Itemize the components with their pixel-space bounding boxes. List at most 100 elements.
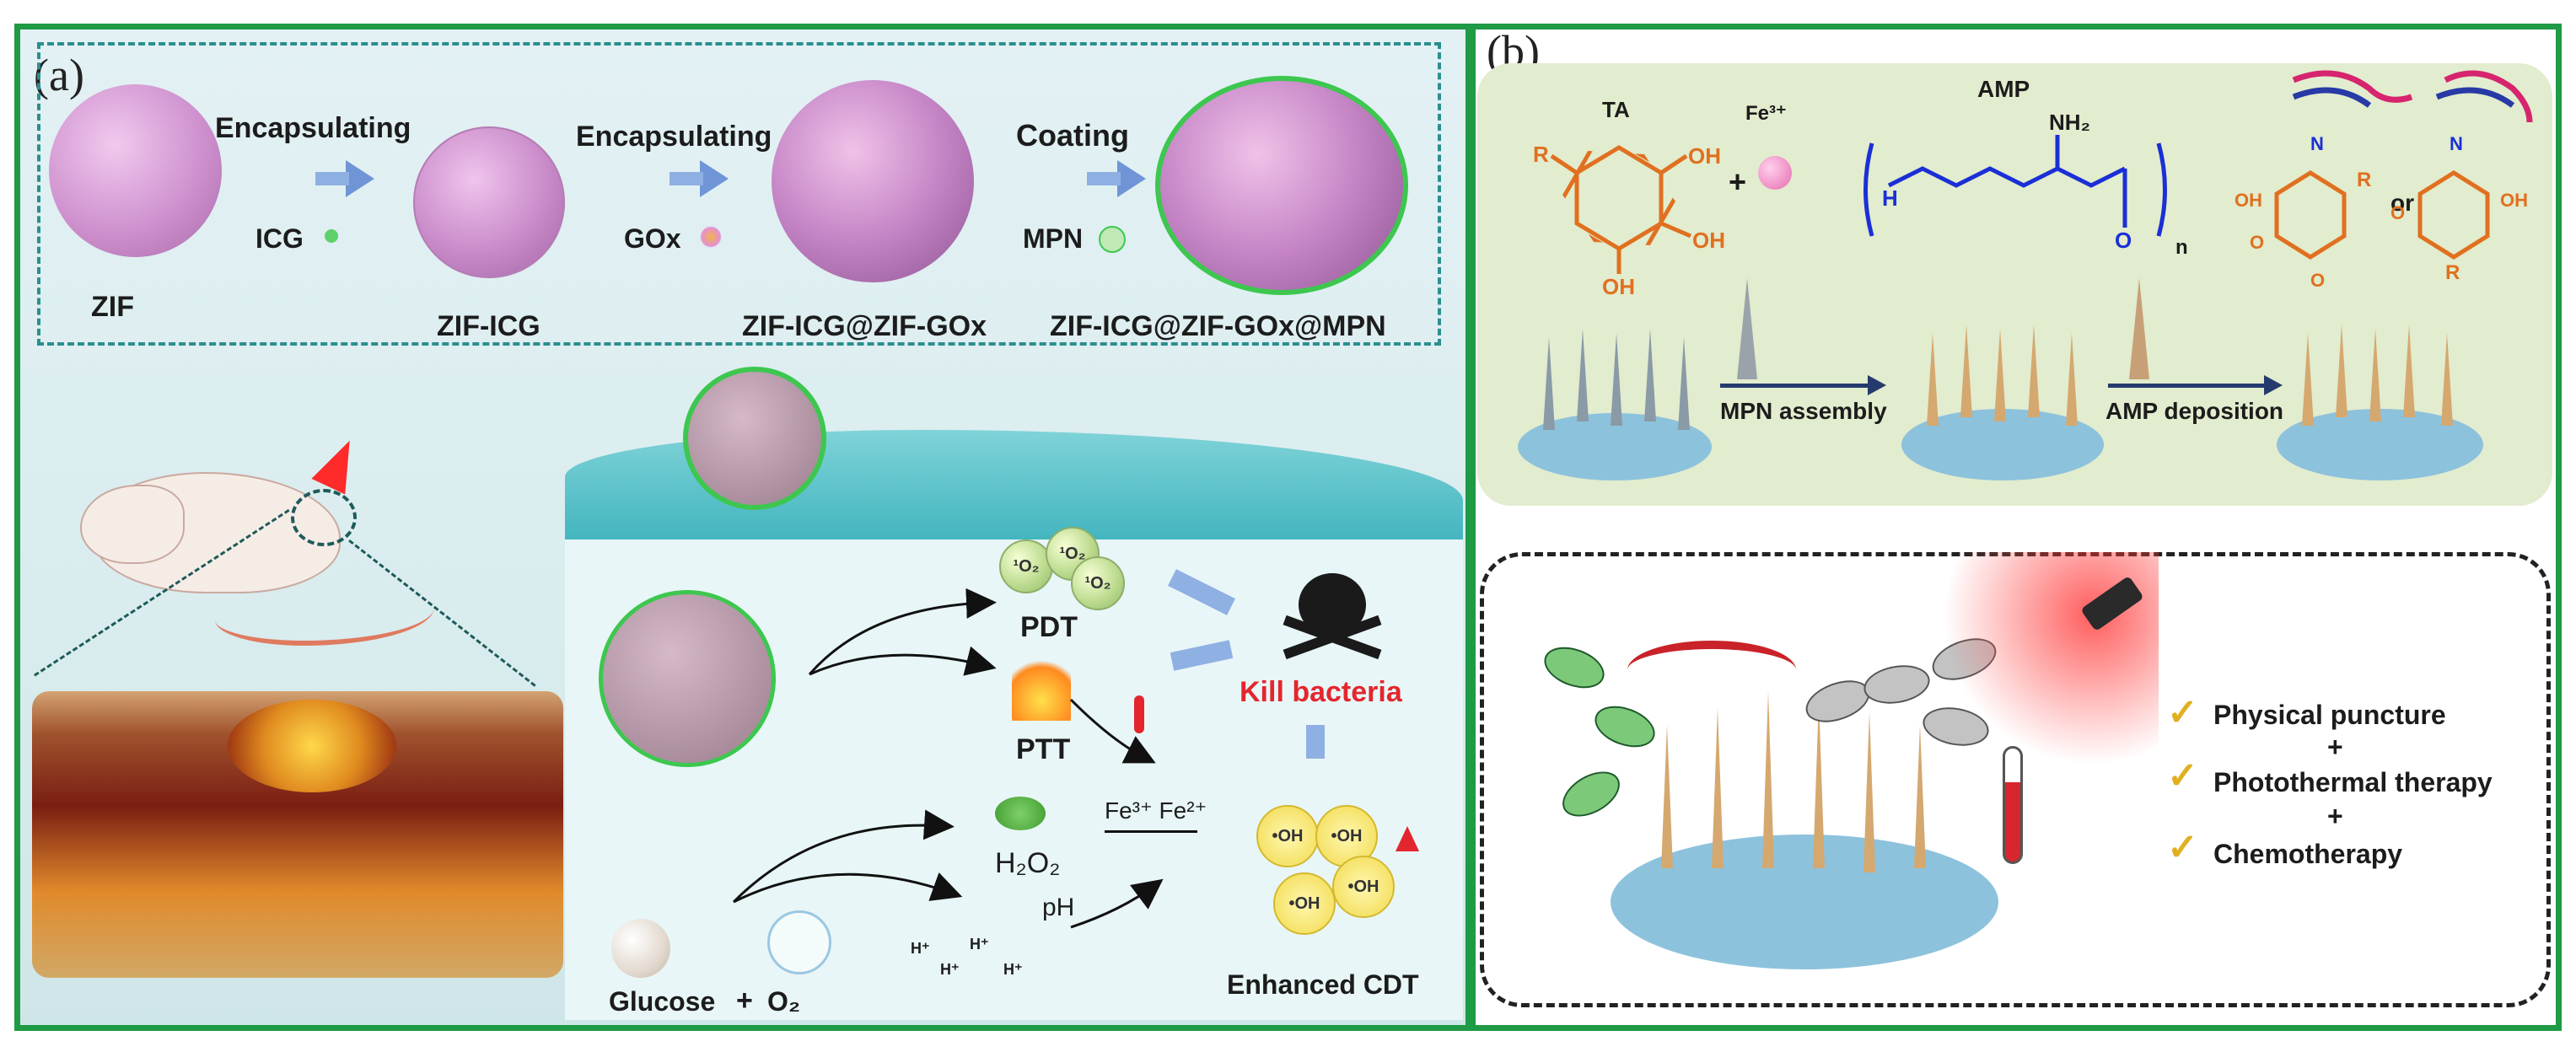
product-o-2: O xyxy=(2310,270,2326,291)
oh-radical-1: •OH xyxy=(1256,805,1319,867)
zif-sphere xyxy=(49,84,222,257)
benefit-physical-puncture: Physical puncture xyxy=(2213,700,2446,730)
panel-a-label: (a) xyxy=(34,50,84,100)
amp-deposition-arrowhead xyxy=(2264,375,2283,395)
icg-dot-icon xyxy=(325,229,338,243)
amp-nh2: NH₂ xyxy=(2049,110,2091,135)
arrow2-agent: GOx xyxy=(624,223,681,254)
o2-label: O₂ xyxy=(767,986,801,1017)
fe-arrow xyxy=(1105,830,1197,833)
panel-a-frame xyxy=(14,24,1471,1031)
check-icon-3: ✓ xyxy=(2167,827,2198,868)
fe-ion-label: Fe³⁺ xyxy=(1745,102,1787,125)
arrow1-icon xyxy=(315,160,374,197)
product-or: or xyxy=(2390,190,2414,216)
singlet-oxygen-3: ¹O₂ xyxy=(1071,556,1125,610)
wound-focus-circle xyxy=(291,489,357,546)
glucose-plus: + xyxy=(736,985,753,1017)
ph-label: pH xyxy=(1042,894,1075,921)
product-structures xyxy=(2274,70,2533,260)
arrow3-icon xyxy=(1087,160,1146,197)
h2o2-molecule-icon xyxy=(995,797,1046,830)
oh-radical-4: •OH xyxy=(1332,856,1395,918)
mpn-assembly-arrow xyxy=(1720,384,1872,388)
kill-bacteria-label: Kill bacteria xyxy=(1240,676,1402,708)
needle-tool-icon-2 xyxy=(2129,278,2149,379)
product-o-3: O xyxy=(2390,202,2406,223)
enhanced-cdt-label: Enhanced CDT xyxy=(1227,969,1419,1000)
ptt-label: PTT xyxy=(1016,733,1071,765)
h-plus-2: H⁺ xyxy=(970,936,989,953)
skull-crossbones-icon xyxy=(1282,573,1383,666)
ta-r: R xyxy=(1533,142,1549,167)
pdt-label: PDT xyxy=(1020,611,1078,643)
therapy-patch xyxy=(1611,666,1998,978)
gox-icon xyxy=(700,226,722,248)
amp-n: n xyxy=(2175,236,2188,259)
h2o2-label: H₂O₂ xyxy=(995,847,1061,879)
panel-divider xyxy=(1471,25,1475,1028)
product-oh-2: OH xyxy=(2500,190,2528,211)
amp-h: H xyxy=(1882,185,1898,211)
benefit-plus-1: + xyxy=(2327,732,2343,762)
increase-arrow-icon xyxy=(1396,826,1419,851)
zif-icg-gox-sphere xyxy=(772,80,974,282)
ta-oh-3: OH xyxy=(1602,274,1635,299)
oh-radical-3: •OH xyxy=(1273,872,1336,935)
fe-ion-icon xyxy=(1758,156,1792,190)
amp-structure xyxy=(1863,135,2167,237)
step-label-zif-icg-gox: ZIF-ICG@ZIF-GOx xyxy=(742,310,987,342)
ta-label: TA xyxy=(1602,97,1630,122)
zif-icg-sphere xyxy=(413,126,565,278)
h-plus-3: H⁺ xyxy=(940,961,960,978)
arrow3-agent: MPN xyxy=(1023,223,1084,254)
product-n-2: N xyxy=(2450,133,2463,154)
mouse-tail xyxy=(215,582,434,646)
h-plus-4: H⁺ xyxy=(1003,961,1023,978)
ta-oh-1: OH xyxy=(1688,143,1721,169)
mouse-head xyxy=(80,485,185,564)
patch-amp xyxy=(2277,325,2483,485)
arrow2-action: Encapsulating xyxy=(576,121,772,153)
patch-bare xyxy=(1518,329,1712,485)
mpn-assembly-label: MPN assembly xyxy=(1720,398,1887,424)
benefit-chemotherapy: Chemotherapy xyxy=(2213,839,2403,869)
amp-o: O xyxy=(2115,228,2132,253)
thermometer-icon xyxy=(1134,695,1144,733)
needle-tool-icon-1 xyxy=(1737,278,1757,379)
arrow2-icon xyxy=(670,160,729,197)
ta-plus: + xyxy=(1729,164,1747,199)
amp-label: AMP xyxy=(1977,76,2030,102)
glucose-icon xyxy=(611,919,670,978)
product-r-2: R xyxy=(2445,261,2460,284)
arrow3-action: Coating xyxy=(1016,118,1129,153)
ta-oh-2: OH xyxy=(1692,228,1725,253)
check-icon-2: ✓ xyxy=(2167,755,2198,797)
product-o-1: O xyxy=(2250,232,2265,253)
h-plus-1: H⁺ xyxy=(911,940,930,957)
check-icon-1: ✓ xyxy=(2167,692,2198,733)
step-label-zif: ZIF xyxy=(91,291,134,323)
flame-icon xyxy=(1012,653,1071,721)
infection-site xyxy=(228,700,396,792)
benefit-photothermal: Photothermal therapy xyxy=(2213,767,2493,797)
step-label-zif-icg: ZIF-ICG xyxy=(437,310,540,342)
mpn-nanoparticle-cell xyxy=(599,590,776,767)
patch-mpn xyxy=(1901,325,2104,485)
mechanism-arrows xyxy=(732,569,1325,929)
mpn-dot-icon xyxy=(1099,226,1126,253)
product-r-1: R xyxy=(2357,169,2372,191)
product-n-1: N xyxy=(2310,133,2324,154)
thermometer-icon-b xyxy=(2003,746,2023,864)
amp-deposition-label: AMP deposition xyxy=(2105,398,2284,424)
glucose-label: Glucose xyxy=(609,986,716,1017)
ta-structure xyxy=(1550,145,1691,274)
singlet-oxygen-1: ¹O₂ xyxy=(999,539,1053,593)
mpn-nanoparticle-membrane xyxy=(683,367,826,510)
synthesis-box xyxy=(37,42,1441,346)
arrow1-action: Encapsulating xyxy=(215,112,411,144)
fe-label: Fe³⁺ Fe²⁺ xyxy=(1105,797,1207,824)
mpn-assembly-arrowhead xyxy=(1868,375,1886,395)
amp-deposition-arrow xyxy=(2108,384,2268,388)
step-label-zif-icg-gox-mpn: ZIF-ICG@ZIF-GOx@MPN xyxy=(1050,310,1386,342)
